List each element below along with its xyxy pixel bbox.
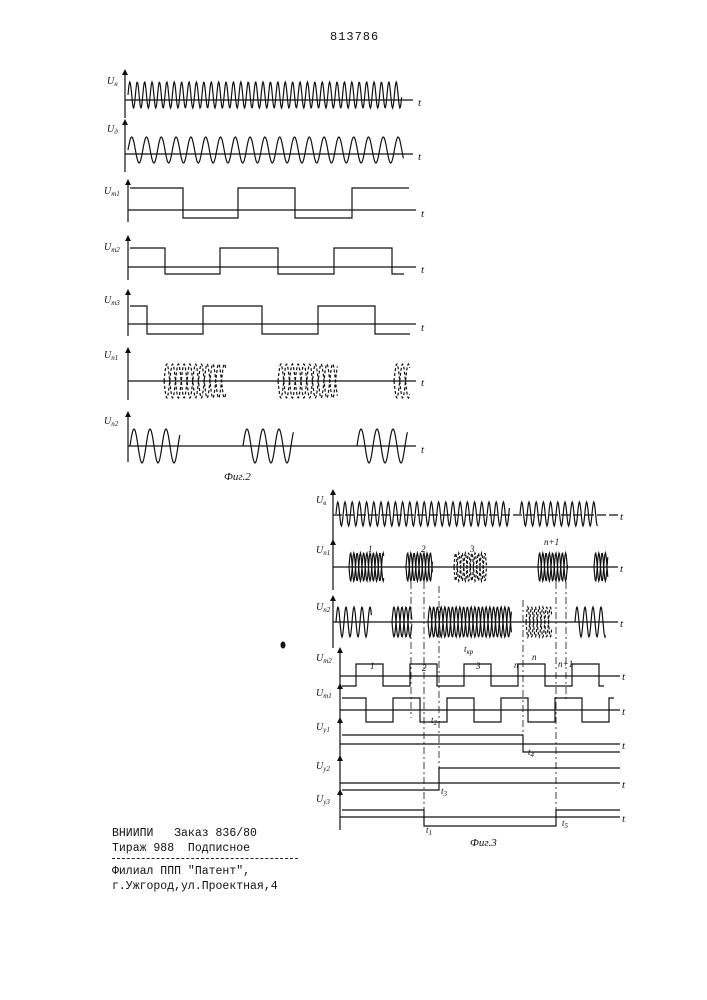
figure-3: Uв Uп1 Uп2 Uт2 Uт1 Uу1 Uу2 Uу3 t t t t t… — [316, 492, 626, 849]
imprint-line-3: Филиал ППП "Патент", — [112, 864, 278, 879]
ink-blot — [281, 642, 286, 649]
fig3-burst-number-n1: n+1 — [544, 537, 559, 547]
fig3-burst-number-3: 3 — [469, 544, 475, 554]
fig3-time-mark-t3: t3 — [441, 786, 448, 798]
fig3-interval-label: tкр — [464, 644, 474, 656]
fig3-pulse-number-n-b: n — [532, 652, 537, 662]
fig3-time-mark-t5: t5 — [562, 818, 569, 830]
fig3-labels: Uв Uп1 Uп2 Uт2 Uт1 Uу1 Uу2 Uу3 t t t t t… — [316, 495, 626, 849]
fig3-label-ut1: Uт1 — [316, 688, 332, 700]
fig2-t-axis-5: t — [421, 322, 425, 334]
fig2-wave-ut1 — [130, 188, 409, 218]
fig3-t-axis-2: t — [620, 563, 624, 575]
fig3-wave-uv-2 — [520, 502, 597, 526]
fig3-pulse-number-n1: n+1 — [558, 659, 573, 669]
fig2-waveforms — [128, 82, 410, 463]
fig2-wave-ut3 — [130, 306, 410, 334]
fig2-t-axis-7: t — [421, 444, 425, 456]
fig3-t-axis-1: t — [620, 511, 624, 523]
fig3-label-uy2: Uу2 — [316, 761, 330, 773]
fig3-time-mark-t1: t1 — [426, 825, 432, 837]
imprint-divider — [112, 858, 298, 859]
fig3-label-uv: Uв — [316, 495, 326, 507]
fig3-time-mark-t4: t4 — [528, 747, 535, 759]
fig3-t-axis-8: t — [622, 813, 626, 825]
fig3-label-uy3: Uу3 — [316, 794, 330, 806]
imprint-line-2: Тираж 988 Подписное — [112, 841, 257, 856]
fig3-wave-uy2 — [342, 768, 620, 790]
fig3-label-up1: Uп1 — [316, 545, 330, 557]
fig3-caption: Фиг.3 — [470, 837, 497, 849]
fig2-axes — [125, 72, 416, 462]
fig2-wave-un — [128, 82, 402, 108]
fig3-label-uy1: Uу1 — [316, 722, 330, 734]
fig2-wave-ut2 — [130, 248, 404, 274]
fig2-t-axis-3: t — [421, 208, 425, 220]
fig2-label-ut1: Uт1 — [104, 186, 120, 198]
imprint-block: ВНИИПИ Заказ 836/80 Тираж 988 Подписное — [112, 826, 257, 856]
fig2-label-ut3: Uт3 — [104, 295, 120, 307]
fig2-wave-ud — [128, 137, 403, 163]
fig3-time-mark-t2: t2 — [431, 715, 438, 727]
fig3-waveforms — [336, 502, 620, 826]
fig3-t-axis-4: t — [622, 671, 626, 683]
fig3-t-axis-6: t — [622, 740, 626, 752]
fig3-t-axis-3: t — [620, 618, 624, 630]
fig2-label-up2: Uп2 — [104, 416, 119, 428]
fig2-label-ut2: Uт2 — [104, 242, 120, 254]
fig2-label-ud: Uд — [107, 124, 118, 136]
fig2-t-axis-4: t — [421, 264, 425, 276]
fig3-label-up2: Uп2 — [316, 602, 331, 614]
fig3-burst-number-2: 2 — [421, 544, 426, 554]
fig3-t-axis-5: t — [622, 706, 626, 718]
fig2-t-axis-1: t — [418, 97, 422, 109]
fig2-caption: Фиг.2 — [224, 471, 251, 483]
imprint-line-4: г.Ужгород,ул.Проектная,4 — [112, 879, 278, 894]
fig2-label-up1: Uп1 — [104, 350, 118, 362]
fig3-label-ut2: Uт2 — [316, 653, 332, 665]
imprint-address: Филиал ППП "Патент", г.Ужгород,ул.Проект… — [112, 864, 278, 894]
fig3-pulse-number-3: 3 — [475, 661, 481, 671]
fig2-label-un: Uн — [107, 76, 118, 88]
fig3-wave-uv-1 — [336, 502, 509, 526]
fig3-t-axis-7: t — [622, 779, 626, 791]
fig2-t-axis-6: t — [421, 377, 425, 389]
imprint-line-1: ВНИИПИ Заказ 836/80 — [112, 826, 257, 841]
fig2-t-axis-2: t — [418, 151, 422, 163]
fig3-wave-uy3 — [342, 810, 620, 826]
figure-2: Uн Uд Uт1 Uт2 Uт3 Uп1 Uп2 t t t t t t t … — [104, 72, 425, 483]
fig3-pulse-number-1: 1 — [370, 661, 375, 671]
